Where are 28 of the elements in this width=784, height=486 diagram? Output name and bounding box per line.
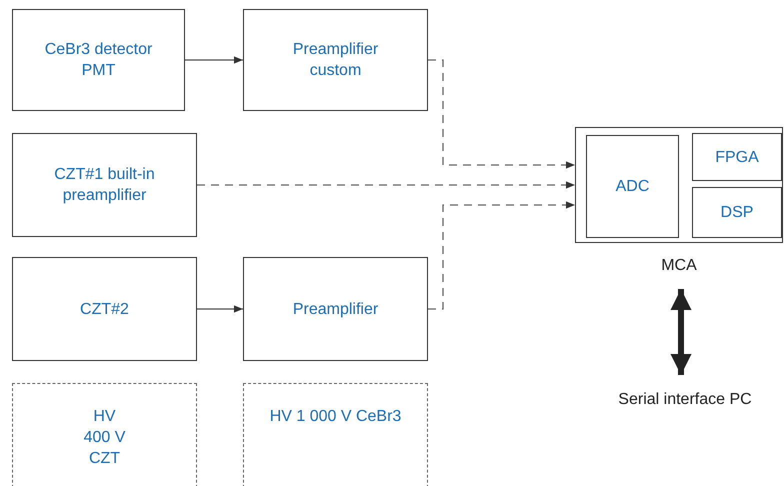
box-label: Preamplifier custom xyxy=(292,40,380,81)
arrow xyxy=(428,201,575,310)
component-box xyxy=(586,135,679,238)
box-label: FPGA xyxy=(715,148,759,168)
arrow xyxy=(196,305,244,313)
box-label: CeBr3 detector PMT xyxy=(44,40,154,81)
box-label: CZT#1 built-in preamplifier xyxy=(53,165,156,206)
power-supply-box xyxy=(12,383,197,486)
double-arrow xyxy=(670,289,692,375)
box-label: Preamplifier xyxy=(292,300,378,320)
box-label: DSP xyxy=(720,203,754,223)
component-box xyxy=(692,133,782,181)
arrow xyxy=(428,59,575,169)
box-label: CZT#2 xyxy=(80,300,129,320)
process-box xyxy=(12,257,197,361)
box-label: HV 400 V CZT xyxy=(82,407,126,469)
arrow xyxy=(197,181,575,189)
process-box xyxy=(243,257,428,361)
process-box xyxy=(12,9,185,111)
module-caption: MCA xyxy=(660,256,698,276)
box-label: Serial interface PC xyxy=(618,390,752,410)
box-label: ADC xyxy=(616,177,650,197)
component-box xyxy=(692,187,782,238)
process-box xyxy=(243,9,428,111)
arrow xyxy=(184,56,244,64)
process-box xyxy=(12,133,197,237)
power-supply-box xyxy=(243,383,428,486)
box-label: HV 1 000 V CeBr3 xyxy=(270,407,402,427)
